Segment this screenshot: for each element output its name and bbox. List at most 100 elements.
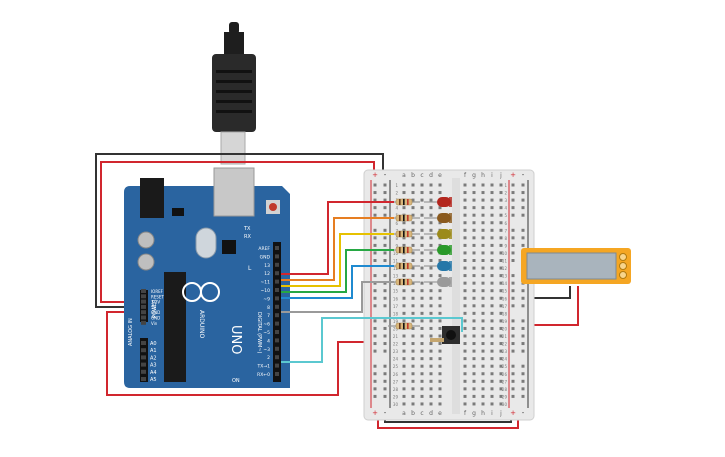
digital-pin[interactable] bbox=[275, 330, 279, 334]
power-pin[interactable] bbox=[141, 289, 146, 293]
row-number: 22 bbox=[393, 342, 399, 347]
digital-pin[interactable] bbox=[275, 313, 279, 318]
row-number: 9 bbox=[504, 243, 507, 248]
arduino-brand: ARDUINO bbox=[198, 310, 205, 339]
wire-black-top bbox=[95, 153, 384, 308]
analog-pin[interactable] bbox=[141, 341, 146, 345]
row-number: 18 bbox=[393, 311, 399, 316]
digital-pin[interactable] bbox=[275, 304, 279, 309]
digital-pin[interactable] bbox=[275, 246, 279, 250]
led bbox=[424, 277, 452, 287]
digital-pin[interactable] bbox=[275, 372, 279, 376]
breadboard-rail-signs: ++--++-- bbox=[370, 171, 529, 417]
power-pin[interactable] bbox=[141, 294, 146, 299]
column-letter: b bbox=[411, 410, 415, 417]
column-letter: d bbox=[429, 410, 433, 417]
row-number: 16 bbox=[393, 296, 399, 301]
digital-pin[interactable] bbox=[275, 279, 279, 284]
column-letter: b bbox=[411, 172, 415, 179]
analog-pin[interactable] bbox=[141, 355, 146, 360]
digital-pin[interactable] bbox=[275, 271, 279, 276]
row-number: 8 bbox=[504, 236, 507, 241]
digital-pin-label: 2 bbox=[267, 355, 270, 361]
wire-pin10 bbox=[281, 249, 394, 293]
row-number: 6 bbox=[504, 221, 507, 226]
row-number: 8 bbox=[395, 236, 398, 241]
wire-lcd-black bbox=[528, 286, 571, 299]
column-letter: i bbox=[491, 410, 493, 417]
row-number: 9 bbox=[395, 243, 398, 248]
power-pin[interactable] bbox=[141, 299, 146, 304]
row-number: 20 bbox=[393, 326, 399, 331]
row-number: 23 bbox=[502, 349, 508, 354]
power-header-label: POWER bbox=[152, 299, 158, 318]
row-number: 13 bbox=[393, 274, 399, 279]
row-number: 29 bbox=[502, 394, 508, 399]
row-number: 19 bbox=[502, 319, 508, 324]
column-letter: j bbox=[499, 410, 502, 417]
usb-port bbox=[213, 167, 255, 217]
push-button[interactable] bbox=[430, 326, 460, 344]
digital-pin-label: ~3 bbox=[263, 347, 270, 353]
digital-pin[interactable] bbox=[275, 296, 279, 301]
power-pin-label: 5V bbox=[151, 305, 157, 310]
column-letter: j bbox=[499, 172, 502, 179]
row-number: 1 bbox=[504, 183, 507, 188]
analog-pin[interactable] bbox=[141, 348, 146, 353]
breadboard-holes bbox=[373, 183, 525, 406]
digital-pin-label: RX←0 bbox=[257, 372, 270, 378]
analog-pin-label: A2 bbox=[150, 355, 157, 361]
power-pin[interactable] bbox=[141, 310, 146, 315]
digital-pin-label: ~11 bbox=[261, 280, 271, 286]
signal-wires bbox=[281, 201, 463, 363]
column-letter: h bbox=[481, 172, 485, 179]
analog-pin[interactable] bbox=[141, 377, 146, 381]
row-number: 1 bbox=[395, 183, 398, 188]
row-number: 10 bbox=[502, 251, 508, 256]
digital-pin[interactable] bbox=[275, 346, 279, 351]
power-pin[interactable] bbox=[141, 304, 146, 309]
digital-pin-label: ~10 bbox=[261, 288, 271, 294]
analog-pin[interactable] bbox=[141, 369, 146, 374]
digital-pin[interactable] bbox=[275, 363, 279, 368]
power-pin[interactable] bbox=[141, 315, 146, 320]
row-number: 14 bbox=[502, 281, 508, 286]
row-number: 7 bbox=[395, 228, 398, 233]
row-number: 16 bbox=[502, 296, 508, 301]
row-number: 18 bbox=[502, 311, 508, 316]
row-number: 11 bbox=[502, 259, 508, 264]
analog-pin[interactable] bbox=[141, 362, 146, 367]
wire-pin2 bbox=[281, 317, 463, 363]
row-number: 2 bbox=[395, 191, 398, 196]
column-letter: f bbox=[464, 410, 467, 417]
power-pin-label: GND bbox=[151, 310, 160, 315]
led bbox=[424, 245, 452, 255]
row-number: 21 bbox=[393, 334, 399, 339]
row-number: 27 bbox=[502, 379, 508, 384]
digital-pin[interactable] bbox=[275, 288, 279, 292]
column-letter: e bbox=[438, 172, 442, 179]
digital-header-label: DIGITAL (PWM~) bbox=[256, 312, 262, 354]
digital-pin-label: 4 bbox=[267, 338, 270, 344]
wire-red-top bbox=[100, 161, 375, 303]
row-number: 24 bbox=[502, 357, 508, 362]
row-number: 19 bbox=[393, 319, 399, 324]
reset-button[interactable] bbox=[269, 203, 277, 211]
column-letter: c bbox=[420, 172, 423, 179]
digital-pin[interactable] bbox=[275, 262, 279, 267]
digital-pin[interactable] bbox=[275, 254, 279, 259]
rail-sign: + bbox=[510, 409, 516, 417]
resistor bbox=[388, 322, 420, 330]
digital-pin[interactable] bbox=[275, 321, 279, 326]
analog-header-label: ANALOG IN bbox=[128, 318, 134, 346]
digital-pin-label: ~5 bbox=[263, 330, 270, 336]
digital-pin[interactable] bbox=[275, 355, 279, 360]
column-letter: a bbox=[402, 410, 406, 417]
power-pin-label: Vin bbox=[151, 321, 158, 326]
column-letter: d bbox=[429, 172, 433, 179]
digital-pin[interactable] bbox=[275, 338, 279, 343]
power-pin[interactable] bbox=[141, 320, 146, 325]
